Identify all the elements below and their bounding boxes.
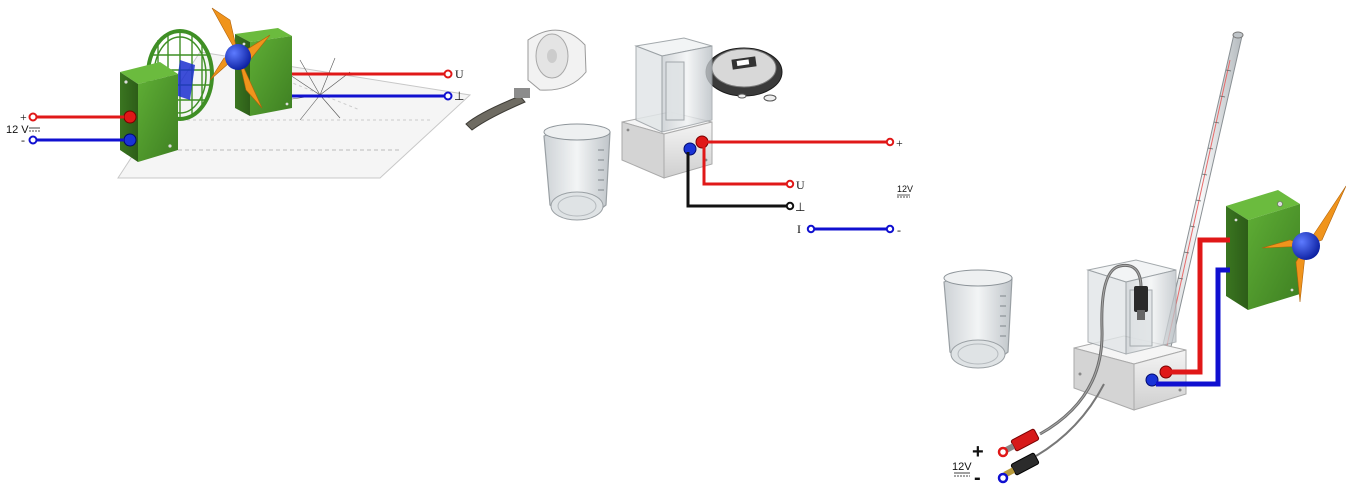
- fan-block: [1226, 190, 1300, 310]
- setup-fan-solar: + 12 V - U ⊥: [6, 7, 472, 179]
- voltage-label: 12 V: [6, 124, 29, 136]
- solar-cell-icon: [146, 29, 214, 121]
- beaker-icon: [543, 123, 611, 221]
- tape-measure-icon: [465, 29, 587, 131]
- terminal-plus-label: +: [896, 136, 903, 150]
- terminal-i-label: I: [797, 222, 801, 236]
- fan-icon: [1261, 185, 1346, 303]
- calorimeter: [621, 37, 713, 179]
- stopwatch-icon: [705, 47, 783, 102]
- terminal-plus-label: +: [972, 441, 984, 463]
- terminal-minus-label: -: [974, 467, 981, 484]
- terminal-ground-label: ⊥: [795, 200, 805, 214]
- terminal-u-label: U: [796, 178, 805, 192]
- terminal-minus-label: -: [897, 223, 901, 237]
- setup-calorimeter: + U ⊥ I - 12V: [465, 29, 913, 237]
- power-supply-block: [120, 62, 178, 162]
- supply-12v-label: 12V: [952, 461, 972, 473]
- blue-socket-icon: [1145, 373, 1159, 387]
- terminal-u-label: U: [455, 67, 464, 81]
- blue-socket-icon: [123, 133, 137, 147]
- calorimeter: [1073, 259, 1187, 411]
- fan-icon: [209, 7, 271, 109]
- terminal-minus-label: -: [21, 133, 25, 147]
- blue-socket-icon: [683, 142, 697, 156]
- setup-thermometer-fan: + - 12V: [943, 31, 1346, 484]
- red-socket-icon: [123, 110, 137, 124]
- terminal-ground-label: ⊥: [454, 89, 464, 103]
- supply-12v-label: 12V: [897, 184, 913, 194]
- terminal-plus-label: +: [20, 110, 27, 124]
- beaker-icon: [943, 269, 1013, 369]
